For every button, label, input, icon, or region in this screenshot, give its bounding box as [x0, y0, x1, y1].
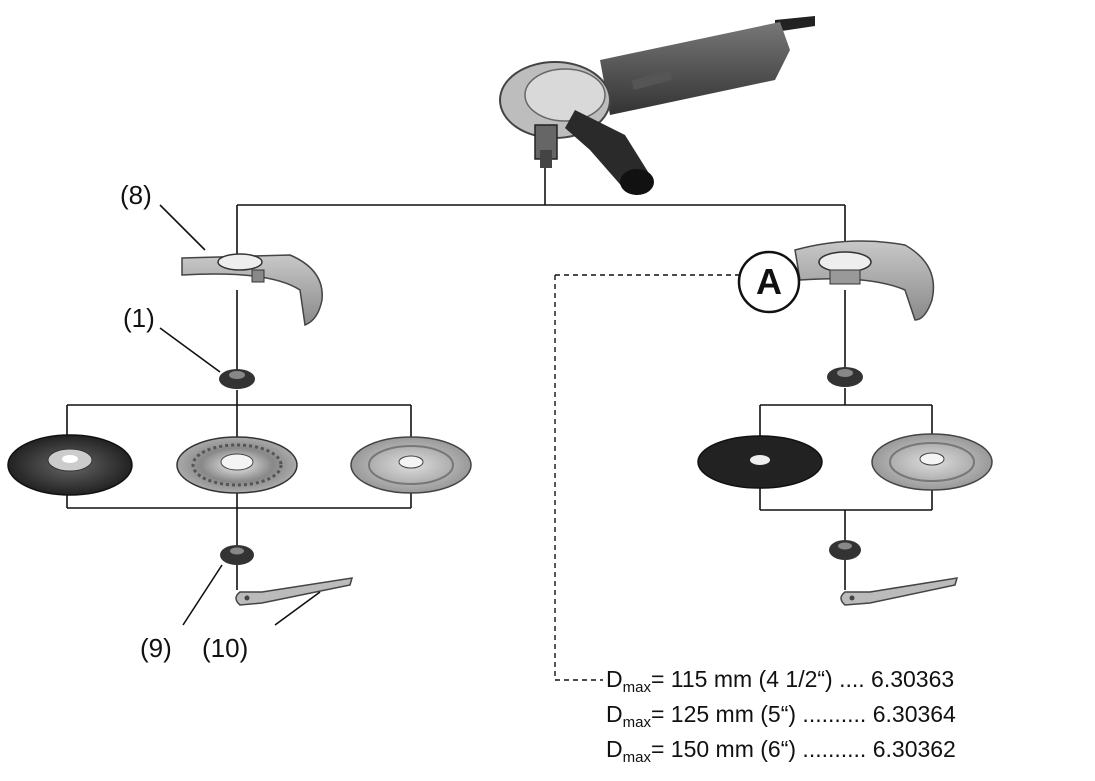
support-flange-icon: [219, 369, 255, 389]
spanner-right: [840, 577, 959, 606]
left-connector-lines: [66, 168, 845, 590]
callout-nut-label: (9): [140, 633, 172, 663]
callout-flange-label: (1): [123, 303, 155, 333]
spec-line-125: Dmax= 125 mm (5“) .......... 6.30364: [606, 701, 956, 731]
clamping-nut-right: [829, 540, 861, 560]
callout-guard-label: (8): [120, 180, 152, 210]
spec-text: = 125 mm (5“) .......... 6.30364: [650, 701, 956, 727]
spec-symbol: D: [606, 701, 623, 727]
spec-line-115: Dmax= 115 mm (4 1/2“) .... 6.30363: [606, 666, 955, 696]
spec-symbol: D: [606, 666, 623, 692]
clamping-nut-icon: [220, 545, 254, 565]
spec-subscript: max: [622, 749, 651, 766]
variant-a-label: A: [756, 261, 782, 302]
flap-disc-icon: [176, 436, 298, 494]
diamond-cutting-disc-right: [871, 433, 993, 491]
spec-line-150: Dmax= 150 mm (6“) .......... 6.30362: [606, 736, 956, 766]
variant-a-leader: [554, 274, 740, 681]
callout-leaders: [159, 204, 321, 626]
spec-text: = 150 mm (6“) .......... 6.30362: [650, 736, 956, 762]
grinding-disc-icon: [7, 434, 133, 496]
cutting-disc-icon: [697, 435, 823, 489]
callout-spanner-label: (10): [202, 633, 249, 663]
spec-symbol: D: [606, 736, 623, 762]
two-hole-spanner-icon: [235, 577, 354, 606]
spec-text: = 115 mm (4 1/2“) .... 6.30363: [650, 666, 955, 692]
variant-a-circle: [737, 250, 801, 314]
wheel-guard-right: [794, 240, 935, 321]
wheel-guard-left: [181, 253, 323, 327]
spec-subscript: max: [622, 714, 651, 731]
angle-grinder-icon: [499, 16, 815, 195]
spec-subscript: max: [622, 679, 651, 696]
support-flange-right: [827, 367, 863, 387]
diamond-cutting-disc-icon: [350, 436, 472, 494]
